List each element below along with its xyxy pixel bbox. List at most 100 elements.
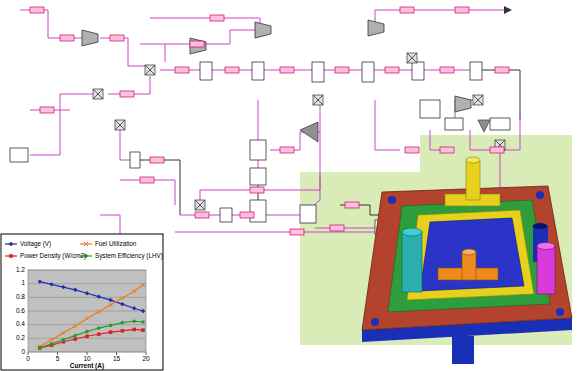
mixer-symbol	[407, 53, 417, 63]
unit-block	[300, 205, 316, 223]
axis-tick-label: 0	[21, 349, 25, 356]
data-series	[38, 319, 145, 349]
unit-block	[470, 62, 482, 80]
stream-tag	[495, 67, 509, 73]
highlight-region	[300, 172, 572, 345]
stream-tag	[385, 67, 399, 73]
legend-text: Fuel Utilization	[95, 241, 136, 247]
axis-tick-label: 0.2	[16, 335, 25, 342]
axis-tick-label: 0	[26, 356, 30, 363]
unit-block	[420, 100, 440, 118]
legend-sample	[5, 242, 17, 246]
compressor-symbol	[368, 20, 384, 36]
stream-line	[165, 30, 255, 44]
grid-line	[28, 297, 146, 298]
stream-tag	[150, 157, 164, 163]
unit-block	[200, 62, 212, 80]
stream-tag	[290, 229, 304, 235]
mixer-symbol	[145, 65, 155, 75]
stream-tag	[175, 67, 189, 73]
tick-mark	[57, 352, 58, 355]
stream-tag	[400, 7, 414, 13]
stream-line	[100, 38, 150, 66]
tick-mark	[28, 352, 29, 355]
unit-block	[130, 152, 140, 168]
stream-tag	[330, 225, 344, 231]
compressor-symbol	[190, 38, 206, 54]
stream-line	[150, 18, 260, 30]
axis-tick-label: 20	[142, 356, 149, 363]
mixer-symbol	[313, 95, 323, 105]
performance-chart	[1, 234, 163, 370]
stream-line	[140, 160, 180, 215]
legend-sample	[80, 242, 92, 246]
stream-line	[266, 215, 300, 216]
stream-tag	[190, 41, 204, 47]
stream-tag	[335, 67, 349, 73]
stream-tag	[490, 147, 504, 153]
unit-block	[490, 118, 510, 130]
stream-line	[140, 44, 165, 62]
stream-line	[20, 10, 82, 38]
unit-block	[252, 62, 264, 80]
plot-area	[28, 270, 146, 352]
stream-tag	[345, 202, 359, 208]
axis-tick-label: 0.6	[16, 308, 25, 315]
turbine-symbol	[300, 122, 318, 142]
stream-tag	[210, 15, 224, 21]
data-series	[38, 328, 145, 350]
unit-block	[362, 62, 374, 82]
legend-text: System Efficiency (LHV)	[95, 253, 163, 259]
tick-mark	[87, 352, 88, 355]
stream-line	[470, 118, 520, 150]
compressor-symbol	[455, 96, 471, 112]
stream-tag	[120, 91, 134, 97]
stream-line	[375, 100, 400, 150]
legend-text: Voltage (V)	[20, 241, 51, 247]
stream-line	[482, 70, 520, 120]
unit-block	[445, 118, 463, 130]
highlight-region	[420, 135, 572, 175]
chart-frame	[1, 234, 163, 370]
tick-mark	[116, 352, 117, 355]
stream-tag	[195, 212, 209, 218]
unit-block	[10, 148, 28, 162]
axis-tick-label: 5	[56, 356, 60, 363]
stream-tag	[110, 35, 124, 41]
stream-line	[258, 160, 259, 168]
stream-tag	[240, 212, 254, 218]
arrow-head	[504, 6, 512, 14]
stream-tag	[250, 187, 264, 193]
stream-line	[30, 94, 98, 155]
unit-block	[412, 62, 424, 80]
grid-line	[28, 270, 146, 271]
grid-line	[28, 324, 146, 325]
mixer-symbol	[115, 120, 125, 130]
stream-tag	[140, 177, 154, 183]
stream-tag	[440, 67, 454, 73]
unit-block	[312, 62, 324, 82]
data-series	[38, 279, 146, 313]
stream-tag	[225, 67, 239, 73]
stream-line	[302, 100, 320, 215]
axis-tick-label: 15	[113, 356, 120, 363]
grid-line	[28, 311, 146, 312]
stream-tag	[280, 67, 294, 73]
mixer-symbol	[93, 89, 103, 99]
stream-tag	[455, 7, 469, 13]
stream-tag	[60, 35, 74, 41]
unit-block	[220, 208, 232, 222]
mixer-symbol	[473, 95, 483, 105]
stream-tag	[40, 107, 54, 113]
stream-line	[120, 180, 175, 205]
axis-tick-label: 10	[83, 356, 90, 363]
tick-mark	[146, 352, 147, 355]
data-series	[38, 283, 145, 349]
stream-line	[315, 228, 375, 229]
stream-tag	[30, 7, 44, 13]
mixer-symbol	[195, 200, 205, 210]
axis-title: Current (A)	[70, 363, 104, 370]
stream-line	[258, 100, 259, 140]
